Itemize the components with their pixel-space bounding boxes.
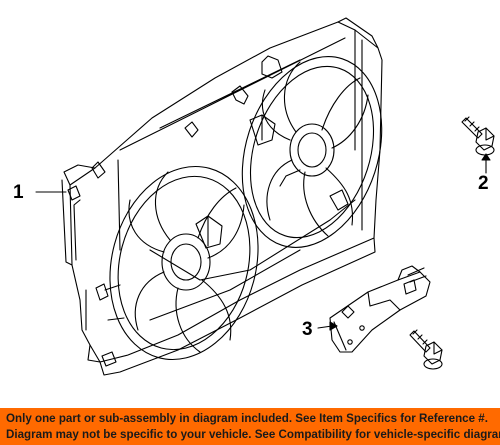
fan-upper [241, 56, 383, 248]
callout-1: 1 [13, 182, 24, 203]
bolt-part-3 [409, 329, 443, 370]
module-part-3 [329, 265, 431, 353]
disclaimer-banner: Only one part or sub-assembly in diagram… [0, 408, 500, 445]
arrow-part-2 [481, 153, 491, 174]
callout-3: 3 [302, 319, 313, 340]
fan-lower [104, 165, 259, 361]
bolt-part-2 [461, 116, 495, 156]
arrow-part-3 [317, 321, 338, 331]
parts-diagram [35, 17, 495, 376]
disclaimer-line-1: Only one part or sub-assembly in diagram… [6, 412, 488, 425]
callout-2: 2 [478, 173, 489, 194]
disclaimer-line-2: Diagram may not be specific to your vehi… [6, 428, 500, 441]
